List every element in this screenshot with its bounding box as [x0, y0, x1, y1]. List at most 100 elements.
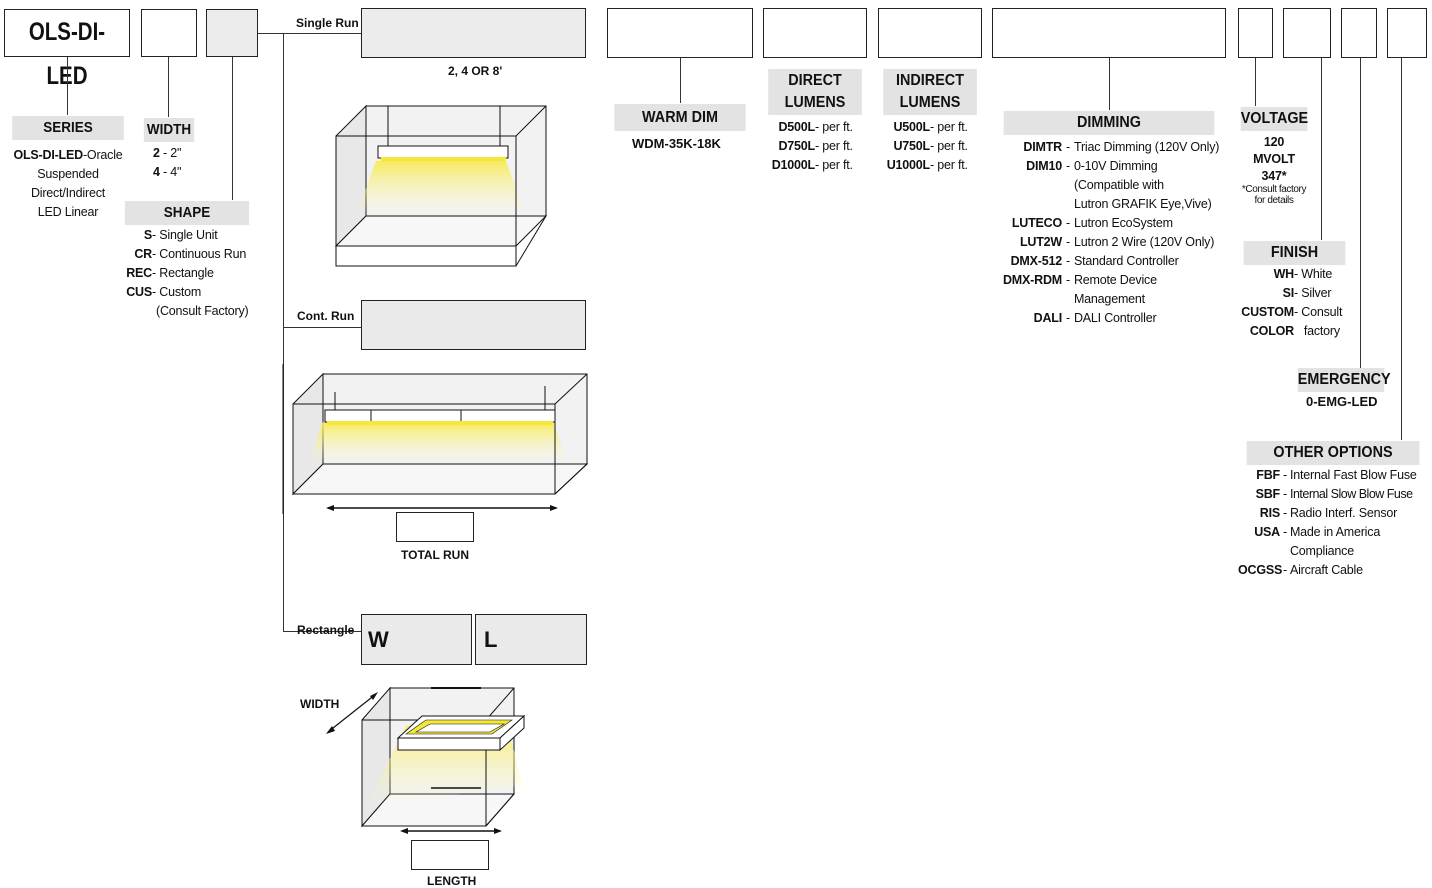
- emergency-connector: [1360, 58, 1361, 368]
- series-code-box[interactable]: OLS-DI-LED: [4, 9, 130, 90]
- dimming-option: - Lutron GRAFIK Eye,Vive): [1073, 197, 1212, 211]
- rect-w-label: W: [368, 627, 389, 652]
- direct-option: D1000L - per ft.: [771, 158, 853, 172]
- finish-options: WH - White SI - Silver CUSTOM - Consult …: [1230, 265, 1360, 341]
- other-options-header: OTHER OPTIONS: [1246, 441, 1420, 465]
- single-run-box[interactable]: [361, 8, 586, 58]
- dimming-code-box[interactable]: [992, 8, 1226, 58]
- dimming-option: DIMTR - Triac Dimming (120V Only): [1023, 140, 1220, 154]
- dimming-header: DIMMING: [1003, 111, 1215, 135]
- emergency-header: EMERGENCY: [1297, 368, 1391, 392]
- other-option: RIS - Radio Interf. Sensor: [1259, 506, 1398, 520]
- voltage-code-box[interactable]: [1238, 8, 1273, 58]
- voltage-note: *Consult factory for details: [1241, 184, 1307, 206]
- width-connector: [168, 57, 169, 117]
- emergency-code-box[interactable]: [1341, 8, 1377, 58]
- dimming-option: DMX-RDM - Remote Device: [1002, 273, 1157, 287]
- width-option: 2 - 2": [153, 146, 182, 160]
- shape-header: SHAPE: [124, 201, 250, 225]
- width-code-box[interactable]: [141, 9, 197, 57]
- single-run-label: Single Run: [296, 16, 359, 30]
- indirect-option: U500L - per ft.: [893, 120, 968, 134]
- finish-code-box[interactable]: [1283, 8, 1331, 58]
- series-connector: [67, 57, 68, 115]
- shape-extra: (Consult Factory): [156, 304, 249, 318]
- voltage-option: 347*: [1261, 169, 1287, 183]
- other-option: SBF - Internal Slow Blow Fuse: [1255, 487, 1413, 501]
- other-option: FBF - Internal Fast Blow Fuse: [1256, 468, 1417, 482]
- other-connector: [1401, 58, 1402, 440]
- other-option: - Compliance: [1289, 544, 1354, 558]
- dimming-options: DIMTR - Triac Dimming (120V Only) DIM10 …: [976, 138, 1228, 328]
- shape-connector: [232, 57, 233, 200]
- rect-w-box[interactable]: W: [361, 614, 472, 665]
- emergency-code: 0-EMG-LED: [1306, 394, 1378, 409]
- dimming-option: DIM10 - 0-10V Dimming: [1026, 159, 1158, 173]
- dimming-option: LUT2W - Lutron 2 Wire (120V Only): [1019, 235, 1215, 249]
- cont-run-label: Cont. Run: [297, 309, 355, 323]
- rect-label: Rectangle: [297, 623, 355, 637]
- direct-lumens-options: D500L - per ft. D750L - per ft. D1000L -…: [763, 118, 867, 175]
- finish-option: WH - White: [1273, 267, 1333, 281]
- rect-l-label: L: [484, 627, 498, 652]
- voltage-header: VOLTAGE: [1240, 107, 1308, 131]
- dimming-option: DALI - DALI Controller: [1033, 311, 1157, 325]
- indirect-lumens-code-box[interactable]: [878, 8, 982, 58]
- voltage-option: 120: [1263, 135, 1285, 149]
- voltage-connector: [1255, 58, 1256, 106]
- length-box[interactable]: [411, 840, 489, 870]
- dimming-option: DMX-512 - Standard Controller: [1010, 254, 1179, 268]
- cont-run-branch: [283, 327, 361, 328]
- shape-run-connector: [258, 33, 283, 34]
- total-run-label: TOTAL RUN: [401, 548, 469, 562]
- length-label: LENGTH: [427, 874, 477, 888]
- run-trunk-line: [283, 33, 284, 631]
- series-desc-2: Direct/Indirect: [30, 186, 106, 200]
- shape-options: S - Single Unit CR - Continuous Run REC …: [114, 226, 254, 321]
- finish-option: SI - Silver: [1282, 286, 1332, 300]
- dimming-option: - Management: [1073, 292, 1145, 306]
- rect-l-box[interactable]: L: [475, 614, 587, 665]
- dimming-connector: [1109, 58, 1110, 110]
- other-option: USA - Made in America: [1254, 525, 1381, 539]
- cont-run-diagram: [282, 364, 589, 514]
- indirect-option: U1000L - per ft.: [886, 158, 968, 172]
- direct-option: D750L - per ft.: [778, 139, 853, 153]
- warm-dim-code-box[interactable]: [607, 8, 753, 58]
- finish-option: CUSTOM - Consult: [1241, 305, 1343, 319]
- voltage-option: MVOLT: [1253, 152, 1295, 166]
- finish-connector: [1321, 58, 1322, 240]
- shape-option: CUS - Custom: [126, 285, 202, 299]
- finish-header: FINISH: [1243, 241, 1346, 265]
- series-description: OLS-DI-LED-Oracle Suspended Direct/Indir…: [6, 146, 130, 222]
- shape-code-box[interactable]: [206, 9, 258, 57]
- series-desc-3: LED Linear: [37, 205, 99, 219]
- direct-lumens-code-box[interactable]: [763, 8, 867, 58]
- indirect-lumens-options: U500L - per ft. U750L - per ft. U1000L -…: [878, 118, 982, 175]
- width-header: WIDTH: [143, 118, 195, 142]
- shape-option: CR - Continuous Run: [134, 247, 247, 261]
- warm-dim-header: WARM DIM: [614, 104, 746, 131]
- series-desc-1: Suspended: [37, 167, 99, 181]
- series-desc-0: -Oracle: [82, 148, 123, 162]
- shape-option: REC - Rectangle: [126, 266, 214, 280]
- warm-dim-connector: [680, 58, 681, 103]
- series-header: SERIES: [12, 116, 124, 140]
- single-run-branch: [283, 33, 361, 34]
- voltage-options: 120 MVOLT 347*: [1237, 134, 1311, 185]
- other-options-code-box[interactable]: [1387, 8, 1427, 58]
- rect-branch: [283, 631, 361, 632]
- warm-dim-code: WDM-35K-18K: [632, 136, 721, 151]
- direct-option: D500L - per ft.: [778, 120, 853, 134]
- width-option: 4 - 4": [153, 165, 182, 179]
- width-options: 2 - 2" 4 - 4": [153, 144, 181, 182]
- other-options-list: FBF - Internal Fast Blow Fuse SBF - Inte…: [1238, 466, 1432, 580]
- total-run-box[interactable]: [396, 512, 474, 542]
- cont-run-box[interactable]: [361, 300, 586, 350]
- dimming-option: LUTECO - Lutron EcoSystem: [1011, 216, 1173, 230]
- indirect-option: U750L - per ft.: [893, 139, 968, 153]
- rect-width-label: WIDTH: [300, 697, 340, 711]
- single-run-diagram: [334, 104, 548, 267]
- rectangle-diagram: [326, 686, 526, 834]
